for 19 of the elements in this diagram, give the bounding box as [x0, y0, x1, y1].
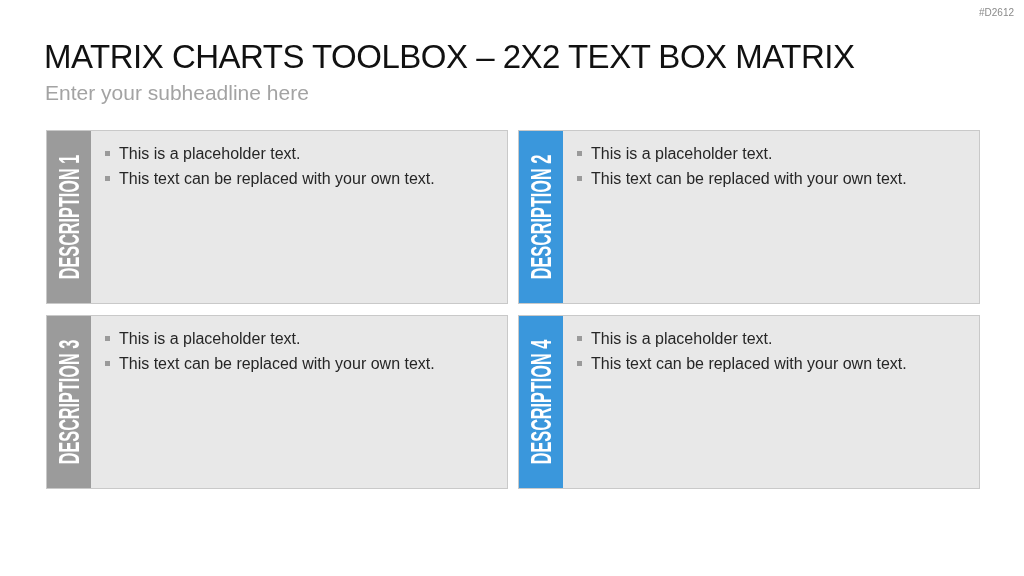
slide-code: #D2612 [978, 7, 1014, 18]
bullet-text: This text can be replaced with your own text. [591, 354, 907, 374]
bullet-text: This is a placeholder text. [591, 144, 773, 164]
bullet-text: This text can be replaced with your own text. [119, 169, 435, 189]
bullet-text: This is a placeholder text. [119, 329, 301, 349]
text-panel [518, 315, 980, 489]
text-panel [46, 315, 508, 489]
vertical-heading: DESCRIPTION 2 [526, 154, 556, 280]
text-panel [46, 130, 508, 304]
vertical-heading: DESCRIPTION 4 [526, 339, 556, 465]
text-panel [518, 130, 980, 304]
subheadline: Enter your subheadline here [45, 81, 309, 105]
bullet-text: This text can be replaced with your own text. [591, 169, 907, 189]
vertical-heading: DESCRIPTION 1 [54, 154, 84, 280]
slide-title: MATRIX CHARTS TOOLBOX – 2X2 TEXT BOX MATRIX [44, 38, 855, 76]
bullet-text: This text can be replaced with your own text. [119, 354, 435, 374]
vertical-heading: DESCRIPTION 3 [54, 339, 84, 465]
bullet-text: This is a placeholder text. [119, 144, 301, 164]
bullet-text: This is a placeholder text. [591, 329, 773, 349]
